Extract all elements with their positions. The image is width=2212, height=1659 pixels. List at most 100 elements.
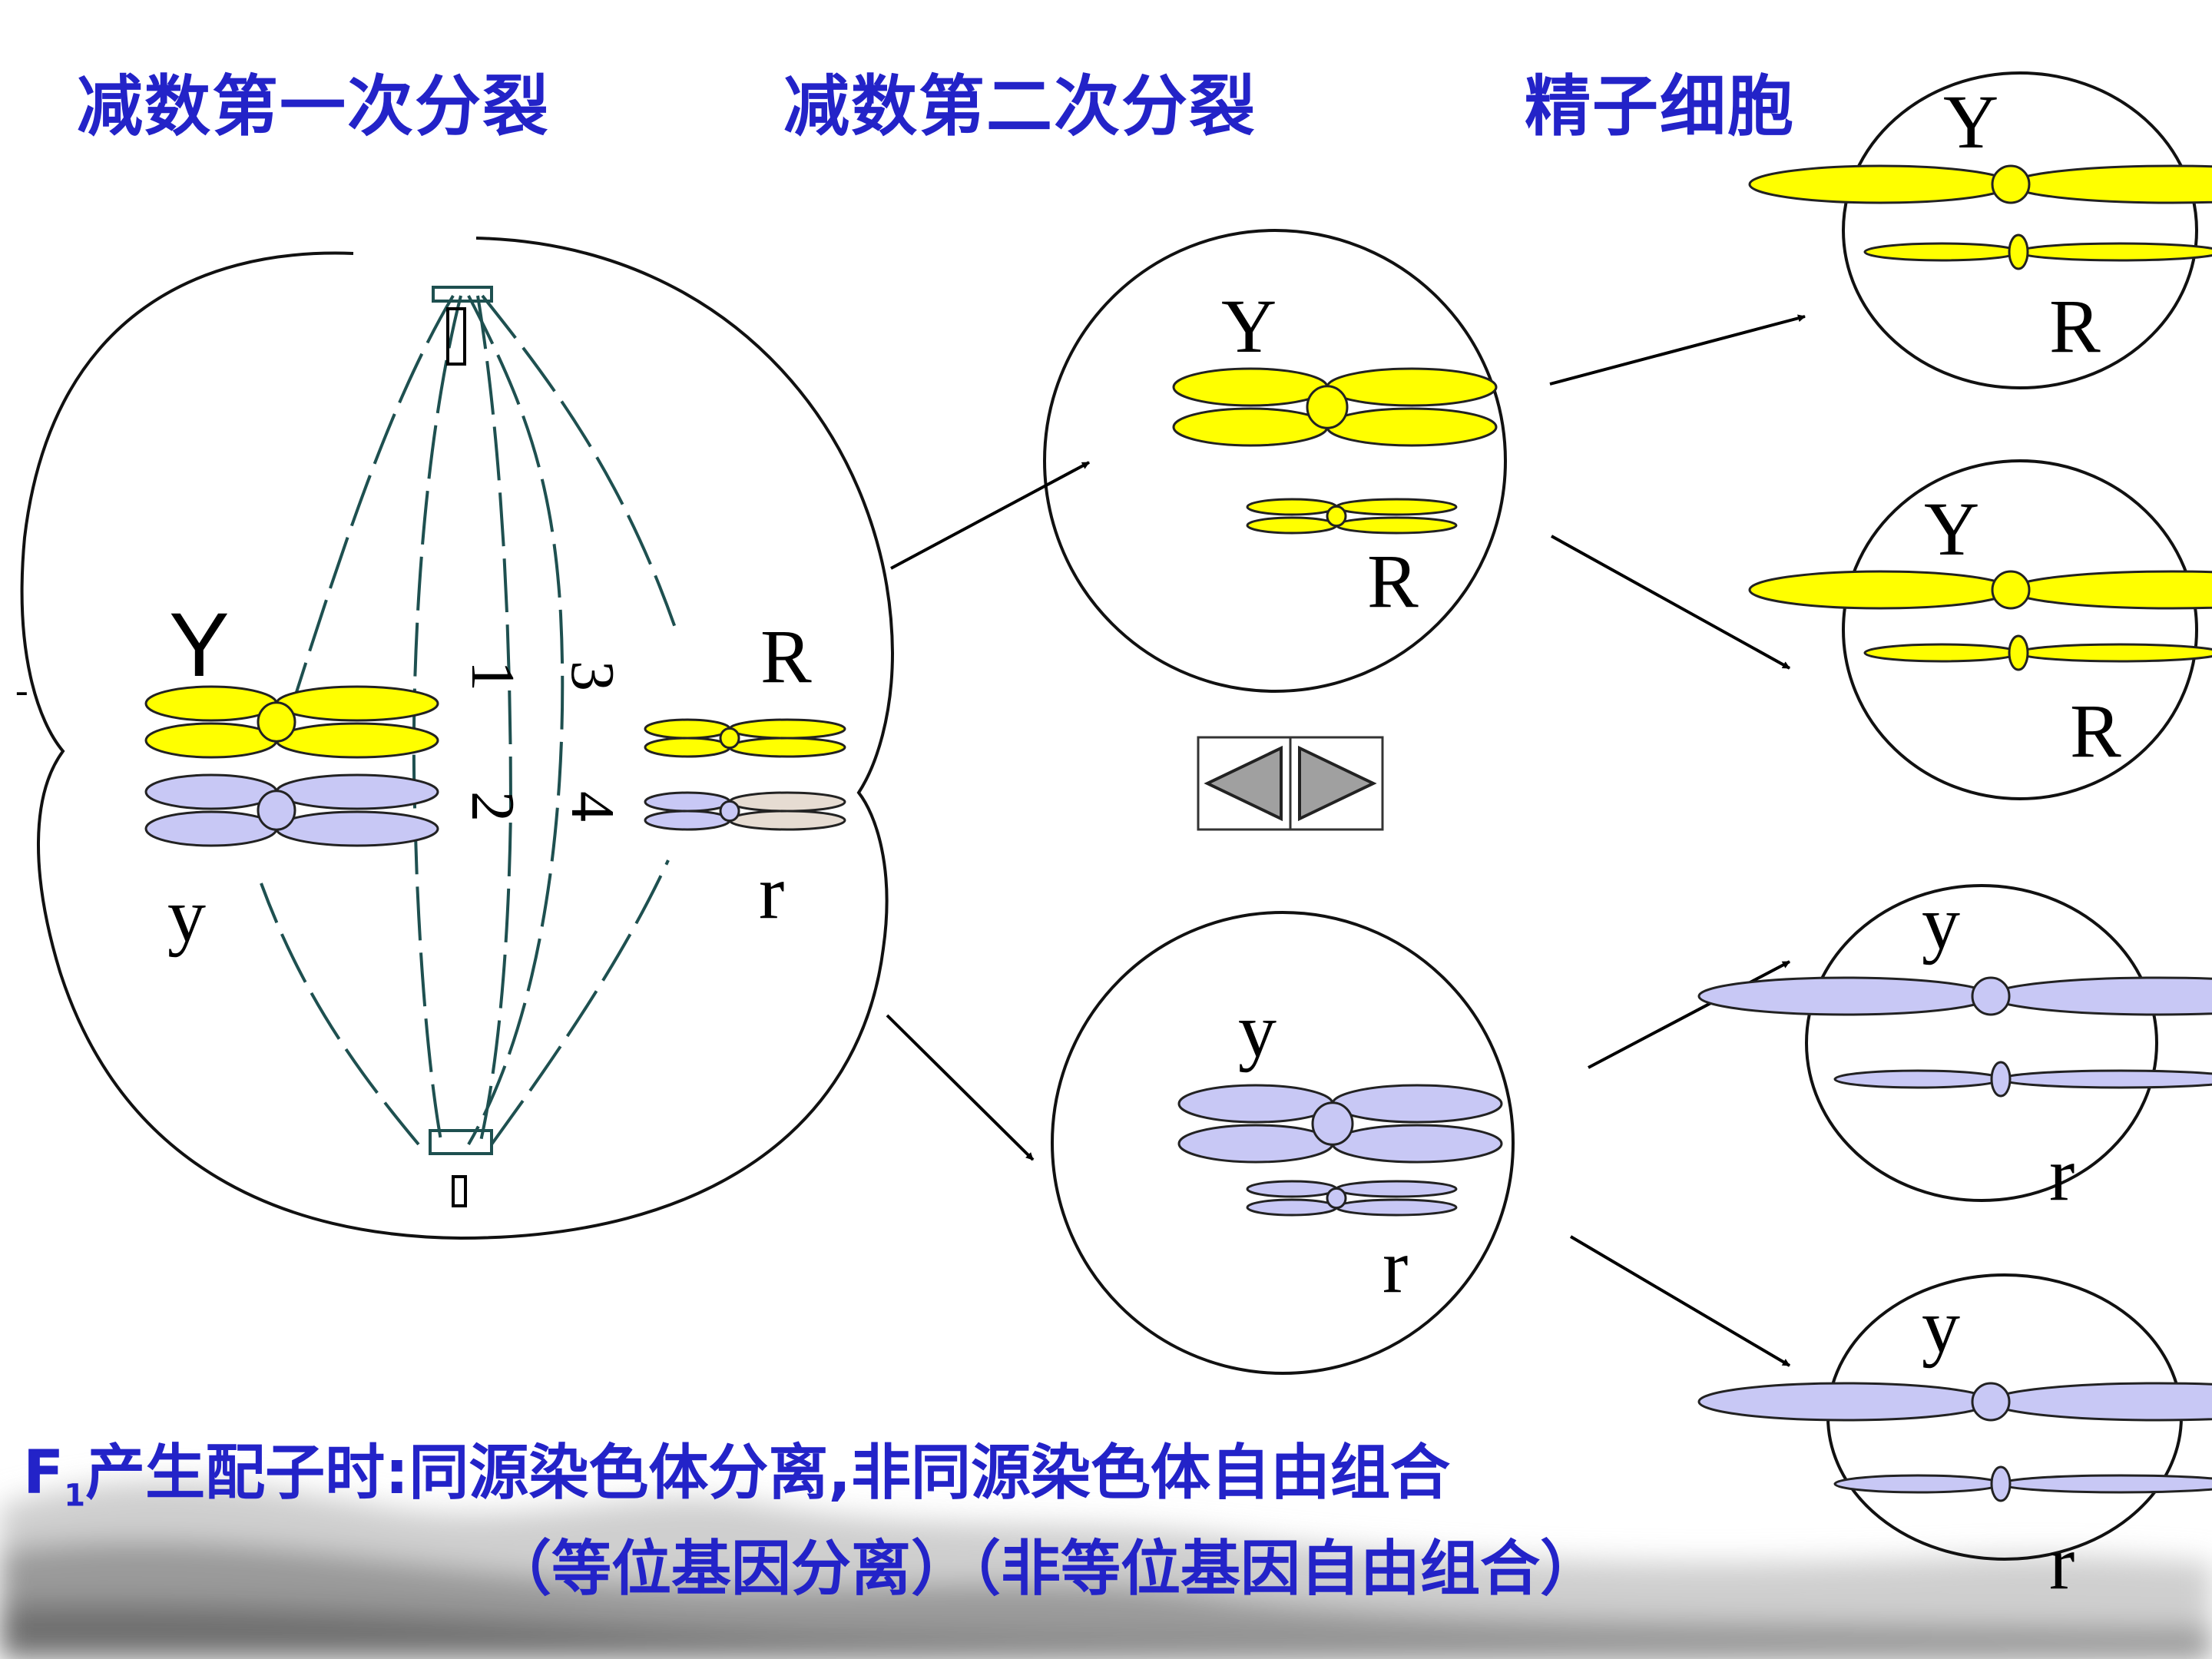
nav-next-button[interactable] — [1289, 736, 1384, 831]
chromosome-Y-cell2 — [1172, 367, 1498, 447]
nav-prev-icon — [1204, 745, 1283, 822]
meiosis-1-cell — [20, 237, 895, 1240]
centromere — [1990, 1465, 2012, 1502]
chromatid-arm — [1177, 1084, 1334, 1124]
chromatid-arm — [1172, 407, 1329, 447]
centromere — [257, 790, 296, 831]
chromosome-y-sperm4 — [1697, 1382, 2212, 1422]
caption-line-1-text: 产生配子时:同源染色体分离,非同源染色体自由组合 — [85, 1439, 1450, 1508]
caption-line-1: F1产生配子时:同源染色体分离,非同源染色体自由组合 — [23, 1425, 1450, 1514]
chromatid-arm — [144, 722, 278, 759]
arrow-to-sperm1 — [1549, 314, 1806, 386]
chromatid-arm — [1246, 516, 1338, 535]
chromosome-y-sperm3 — [1697, 976, 2212, 1016]
nav-controls — [1197, 736, 1384, 831]
heading-meiosis-2: 减数第二次分裂 — [783, 68, 1257, 145]
chromosome-number-4: 4 — [558, 791, 626, 822]
centromere — [1991, 570, 2031, 610]
chromosome-R-cell2 — [1246, 498, 1458, 535]
nav-prev-button[interactable] — [1197, 736, 1292, 831]
chromatid-arm — [275, 685, 439, 722]
chromosome-r-small — [644, 791, 846, 831]
label-R-cell1: R — [760, 614, 812, 699]
chromatid-arm — [1335, 1198, 1458, 1217]
label-r-cell1: r — [759, 849, 784, 935]
chromatid-arm — [1863, 643, 2020, 663]
chromosome-R-sperm1 — [1863, 233, 2212, 270]
chromatid-arm — [1246, 498, 1338, 516]
chromatid-arm — [1246, 1198, 1338, 1217]
chromatid-arm — [275, 773, 439, 810]
centromere — [1990, 1061, 2012, 1098]
chromosome-R-small — [644, 718, 846, 758]
chromatid-arm — [1246, 1180, 1338, 1198]
centriole-top — [432, 286, 493, 366]
caption-line-2: （等位基因分离）（非等位基因自由组合） — [492, 1535, 1601, 1604]
chromosome-Y-large — [144, 685, 439, 759]
chromatid-arm — [1989, 1382, 2212, 1422]
chromosome-r-sperm4 — [1833, 1465, 2212, 1502]
chromosome-y-large — [144, 773, 439, 847]
chromatid-arm — [1177, 1124, 1334, 1164]
centriole-bottom — [429, 1129, 493, 1207]
label-y-cell2-bottom: y — [1238, 988, 1277, 1073]
heading-meiosis-1: 减数第一次分裂 — [77, 68, 550, 145]
centromere — [2008, 233, 2029, 270]
centromere — [1326, 505, 1347, 528]
arrow-to-sperm3 — [1588, 960, 1790, 1069]
chromatid-arm — [728, 810, 846, 831]
mountain-background — [0, 1481, 2212, 1659]
chromatid-arm — [2009, 164, 2212, 204]
chromatid-arm — [728, 718, 846, 740]
chromatid-arm — [1335, 516, 1458, 535]
chromatid-arm — [1833, 1474, 2002, 1494]
chromosome-r-sperm3 — [1833, 1061, 2212, 1098]
chromatid-arm — [144, 773, 278, 810]
label-y-sperm4: y — [1922, 1283, 1960, 1369]
centromere — [1971, 976, 2011, 1016]
label-R-cell2-top: R — [1367, 538, 1419, 624]
chromosome-number-3: 3 — [558, 661, 626, 691]
chromosome-Y-sperm1 — [1748, 164, 2212, 204]
centromere — [257, 701, 296, 743]
chromatid-arm — [2009, 570, 2212, 610]
chromatid-arm — [1326, 407, 1498, 447]
chromatid-arm — [1335, 1180, 1458, 1198]
meiosis-2-cell-top — [1043, 229, 1507, 693]
centromere — [1971, 1382, 2011, 1422]
chromatid-arm — [644, 718, 731, 740]
label-r-sperm3: r — [2049, 1131, 2075, 1217]
chromatid-arm — [1989, 976, 2212, 1016]
arrow-to-cell2-top — [890, 461, 1090, 570]
chromosome-number-1: 1 — [459, 661, 526, 691]
chromatid-arm — [1999, 1474, 2212, 1494]
chromatid-arm — [1331, 1124, 1503, 1164]
heading-sperm-cells: 精子细胞 — [1525, 68, 1795, 145]
label-r-sperm4: r — [2049, 1520, 2075, 1605]
chromatid-arm — [644, 791, 731, 813]
chromatid-arm — [144, 685, 278, 722]
sperm-cell-2 — [1842, 459, 2198, 800]
chromatid-arm — [1697, 1382, 1992, 1422]
chromosome-number-2: 2 — [459, 791, 526, 822]
chromatid-arm — [1999, 1069, 2212, 1089]
chromatid-arm — [728, 737, 846, 758]
label-Y-sperm1: Y — [1943, 79, 1998, 164]
chromatid-arm — [1697, 976, 1992, 1016]
chromatid-arm — [644, 810, 731, 831]
chromatid-arm — [1863, 242, 2020, 262]
chromatid-arm — [1833, 1069, 2002, 1089]
centromere — [719, 727, 740, 750]
chromatid-arm — [2017, 242, 2212, 262]
chromatid-arm — [2017, 643, 2212, 663]
meiosis-2-cell-bottom — [1051, 911, 1515, 1375]
chromatid-arm — [275, 810, 439, 847]
label-Y-cell1: Y — [169, 594, 230, 696]
chromatid-arm — [644, 737, 731, 758]
chromatid-arm — [1172, 367, 1329, 407]
arrow-to-sperm2 — [1551, 535, 1790, 670]
chromatid-arm — [1748, 164, 2012, 204]
label-R-sperm1: R — [2049, 283, 2101, 369]
chromosome-y-cell2 — [1177, 1084, 1503, 1164]
